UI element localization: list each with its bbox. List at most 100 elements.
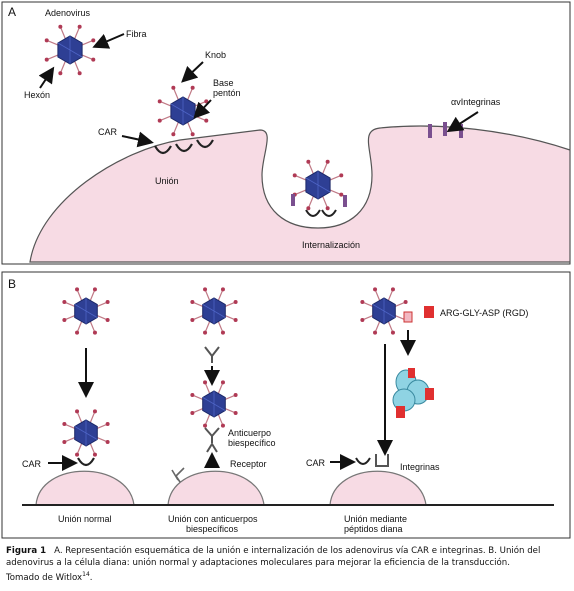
car-receptor [305, 209, 321, 217]
antibody-bound [204, 427, 220, 443]
integrin [443, 122, 447, 136]
fiber [76, 442, 83, 455]
knob [373, 287, 378, 292]
receptor-free [171, 467, 185, 483]
adenovirus-particle [190, 380, 238, 428]
fiber [217, 413, 224, 426]
cell-antibody [167, 470, 265, 506]
knob [92, 330, 97, 335]
capsid-facet [202, 391, 226, 417]
fiber [387, 289, 394, 302]
knob [233, 393, 238, 398]
cell-membrane [29, 125, 571, 263]
knob [105, 300, 110, 305]
rgd-block [408, 368, 415, 378]
label-biespecificos: biespecíficos [186, 524, 239, 534]
label-peptidos-diana: péptidos diana [344, 524, 403, 534]
knob [390, 287, 395, 292]
knob [220, 380, 225, 385]
knob [190, 132, 195, 137]
fiber [217, 382, 224, 395]
receptor-bound [206, 442, 218, 453]
knob [92, 452, 97, 457]
integrin-receptor [375, 454, 389, 467]
car-receptor [77, 457, 95, 467]
fiber [76, 320, 83, 333]
capsid-facet [74, 420, 98, 446]
label-union-mediante: Unión mediante [344, 514, 407, 524]
car-receptor [355, 457, 371, 465]
label-union-anticuerpos: Unión con anticuerpos [168, 514, 258, 524]
knob [203, 423, 208, 428]
knob [190, 410, 195, 415]
adenovirus-particle [62, 409, 110, 457]
label-internalizacion: Internalización [302, 240, 360, 250]
capsid-facet [170, 97, 196, 125]
rgd-block [396, 406, 405, 418]
label-anticuerpo: Anticuerpo [228, 428, 271, 438]
knob [105, 317, 110, 322]
fiber [374, 289, 381, 302]
label-penton: pentón [213, 88, 241, 98]
knob [325, 206, 330, 211]
fiber [321, 161, 329, 175]
label-integrinas: αvIntegrinas [451, 97, 501, 107]
knob [204, 118, 209, 123]
integrin [343, 195, 347, 207]
knob [339, 173, 344, 178]
knob [373, 330, 378, 335]
knob [75, 452, 80, 457]
knob [203, 330, 208, 335]
arrow [121, 131, 154, 148]
knob [220, 287, 225, 292]
integrin [428, 124, 432, 138]
fiber [89, 411, 96, 424]
label-car: CAR [98, 127, 118, 137]
capsid-facet [202, 298, 226, 324]
integrin [459, 124, 463, 138]
adenovirus-particle [62, 287, 110, 335]
knob [44, 38, 49, 43]
capsid-facet [57, 36, 83, 64]
knob [233, 410, 238, 415]
label-fibra: Fibra [126, 29, 147, 39]
knob [58, 71, 63, 76]
knob [157, 99, 162, 104]
knob [233, 300, 238, 305]
car-receptor [196, 139, 214, 149]
label-union: Unión [155, 176, 179, 186]
knob [157, 118, 162, 123]
fiber [73, 26, 81, 40]
rgd-small [403, 311, 413, 323]
knob [306, 159, 311, 164]
knob [233, 317, 238, 322]
panel-a: A Adenovirus Fibra Hexón Knob Base pentó… [1, 1, 571, 265]
caption-source: Tomado de Witlox [6, 572, 83, 583]
fiber [321, 195, 329, 209]
knob [105, 422, 110, 427]
knob [203, 287, 208, 292]
arrow [193, 99, 212, 119]
label-biespecifico: biespecífico [228, 438, 276, 448]
fiber [204, 289, 211, 302]
fiber [76, 289, 83, 302]
arrow [181, 61, 204, 83]
knob [190, 85, 195, 90]
label-union-normal: Unión normal [58, 514, 112, 524]
knob [62, 422, 67, 427]
car-receptor [175, 143, 193, 153]
adenovirus-particle [292, 159, 344, 211]
panel-b: B CAR Anticuerpo biespecífico Receptor A… [1, 271, 571, 539]
knob [390, 330, 395, 335]
cell-normal [35, 470, 135, 506]
rgd-legend-swatch [424, 306, 434, 318]
label-rgd: ARG-GLY-ASP (RGD) [440, 308, 528, 318]
fiber [186, 87, 194, 101]
knob [220, 330, 225, 335]
capsid-facet [372, 298, 396, 324]
fiber [374, 320, 381, 333]
fiber [204, 320, 211, 333]
knob [62, 300, 67, 305]
rgd-block [425, 388, 434, 400]
